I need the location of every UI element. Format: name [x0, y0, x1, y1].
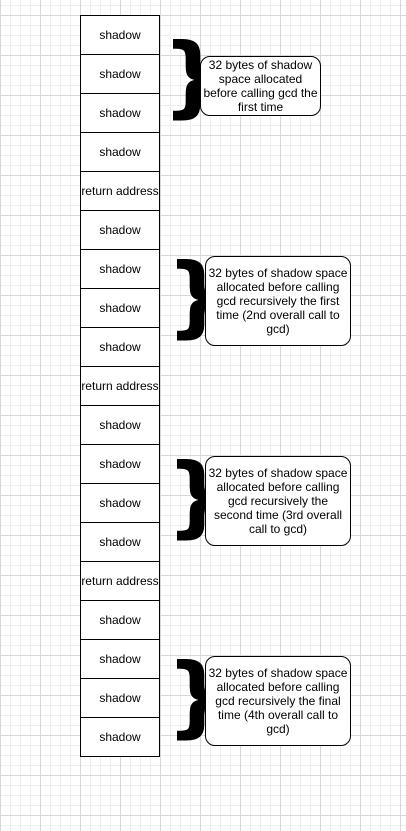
stack-cell-shadow: shadow	[80, 15, 160, 55]
stack-cell-shadow: shadow	[80, 678, 160, 718]
stack-cell-shadow: shadow	[80, 444, 160, 484]
stack-cell-shadow: shadow	[80, 522, 160, 562]
stack-cell-shadow: shadow	[80, 249, 160, 289]
stack-cell-shadow: shadow	[80, 288, 160, 328]
stack-cell-shadow: shadow	[80, 93, 160, 133]
stack-cell-shadow: shadow	[80, 405, 160, 445]
stack-cell-shadow: shadow	[80, 717, 160, 757]
stack-cell-return-address: return address	[80, 171, 160, 211]
shadow-space-note-4: 32 bytes of shadow space allocated befor…	[205, 656, 351, 746]
stack-cell-return-address: return address	[80, 561, 160, 601]
shadow-space-note-1: 32 bytes of shadow space allocated befor…	[200, 56, 321, 116]
stack-cell-shadow: shadow	[80, 483, 160, 523]
shadow-space-note-2: 32 bytes of shadow space allocated befor…	[205, 256, 351, 346]
stack-cell-shadow: shadow	[80, 600, 160, 640]
stack-cell-return-address: return address	[80, 366, 160, 406]
stack-cell-shadow: shadow	[80, 54, 160, 94]
stack-cell-shadow: shadow	[80, 327, 160, 367]
shadow-space-note-3: 32 bytes of shadow space allocated befor…	[205, 456, 351, 546]
stack-cell-shadow: shadow	[80, 639, 160, 679]
stack-cell-shadow: shadow	[80, 210, 160, 250]
stack-cell-shadow: shadow	[80, 132, 160, 172]
memory-stack: shadow shadow shadow shadow return addre…	[80, 15, 160, 757]
